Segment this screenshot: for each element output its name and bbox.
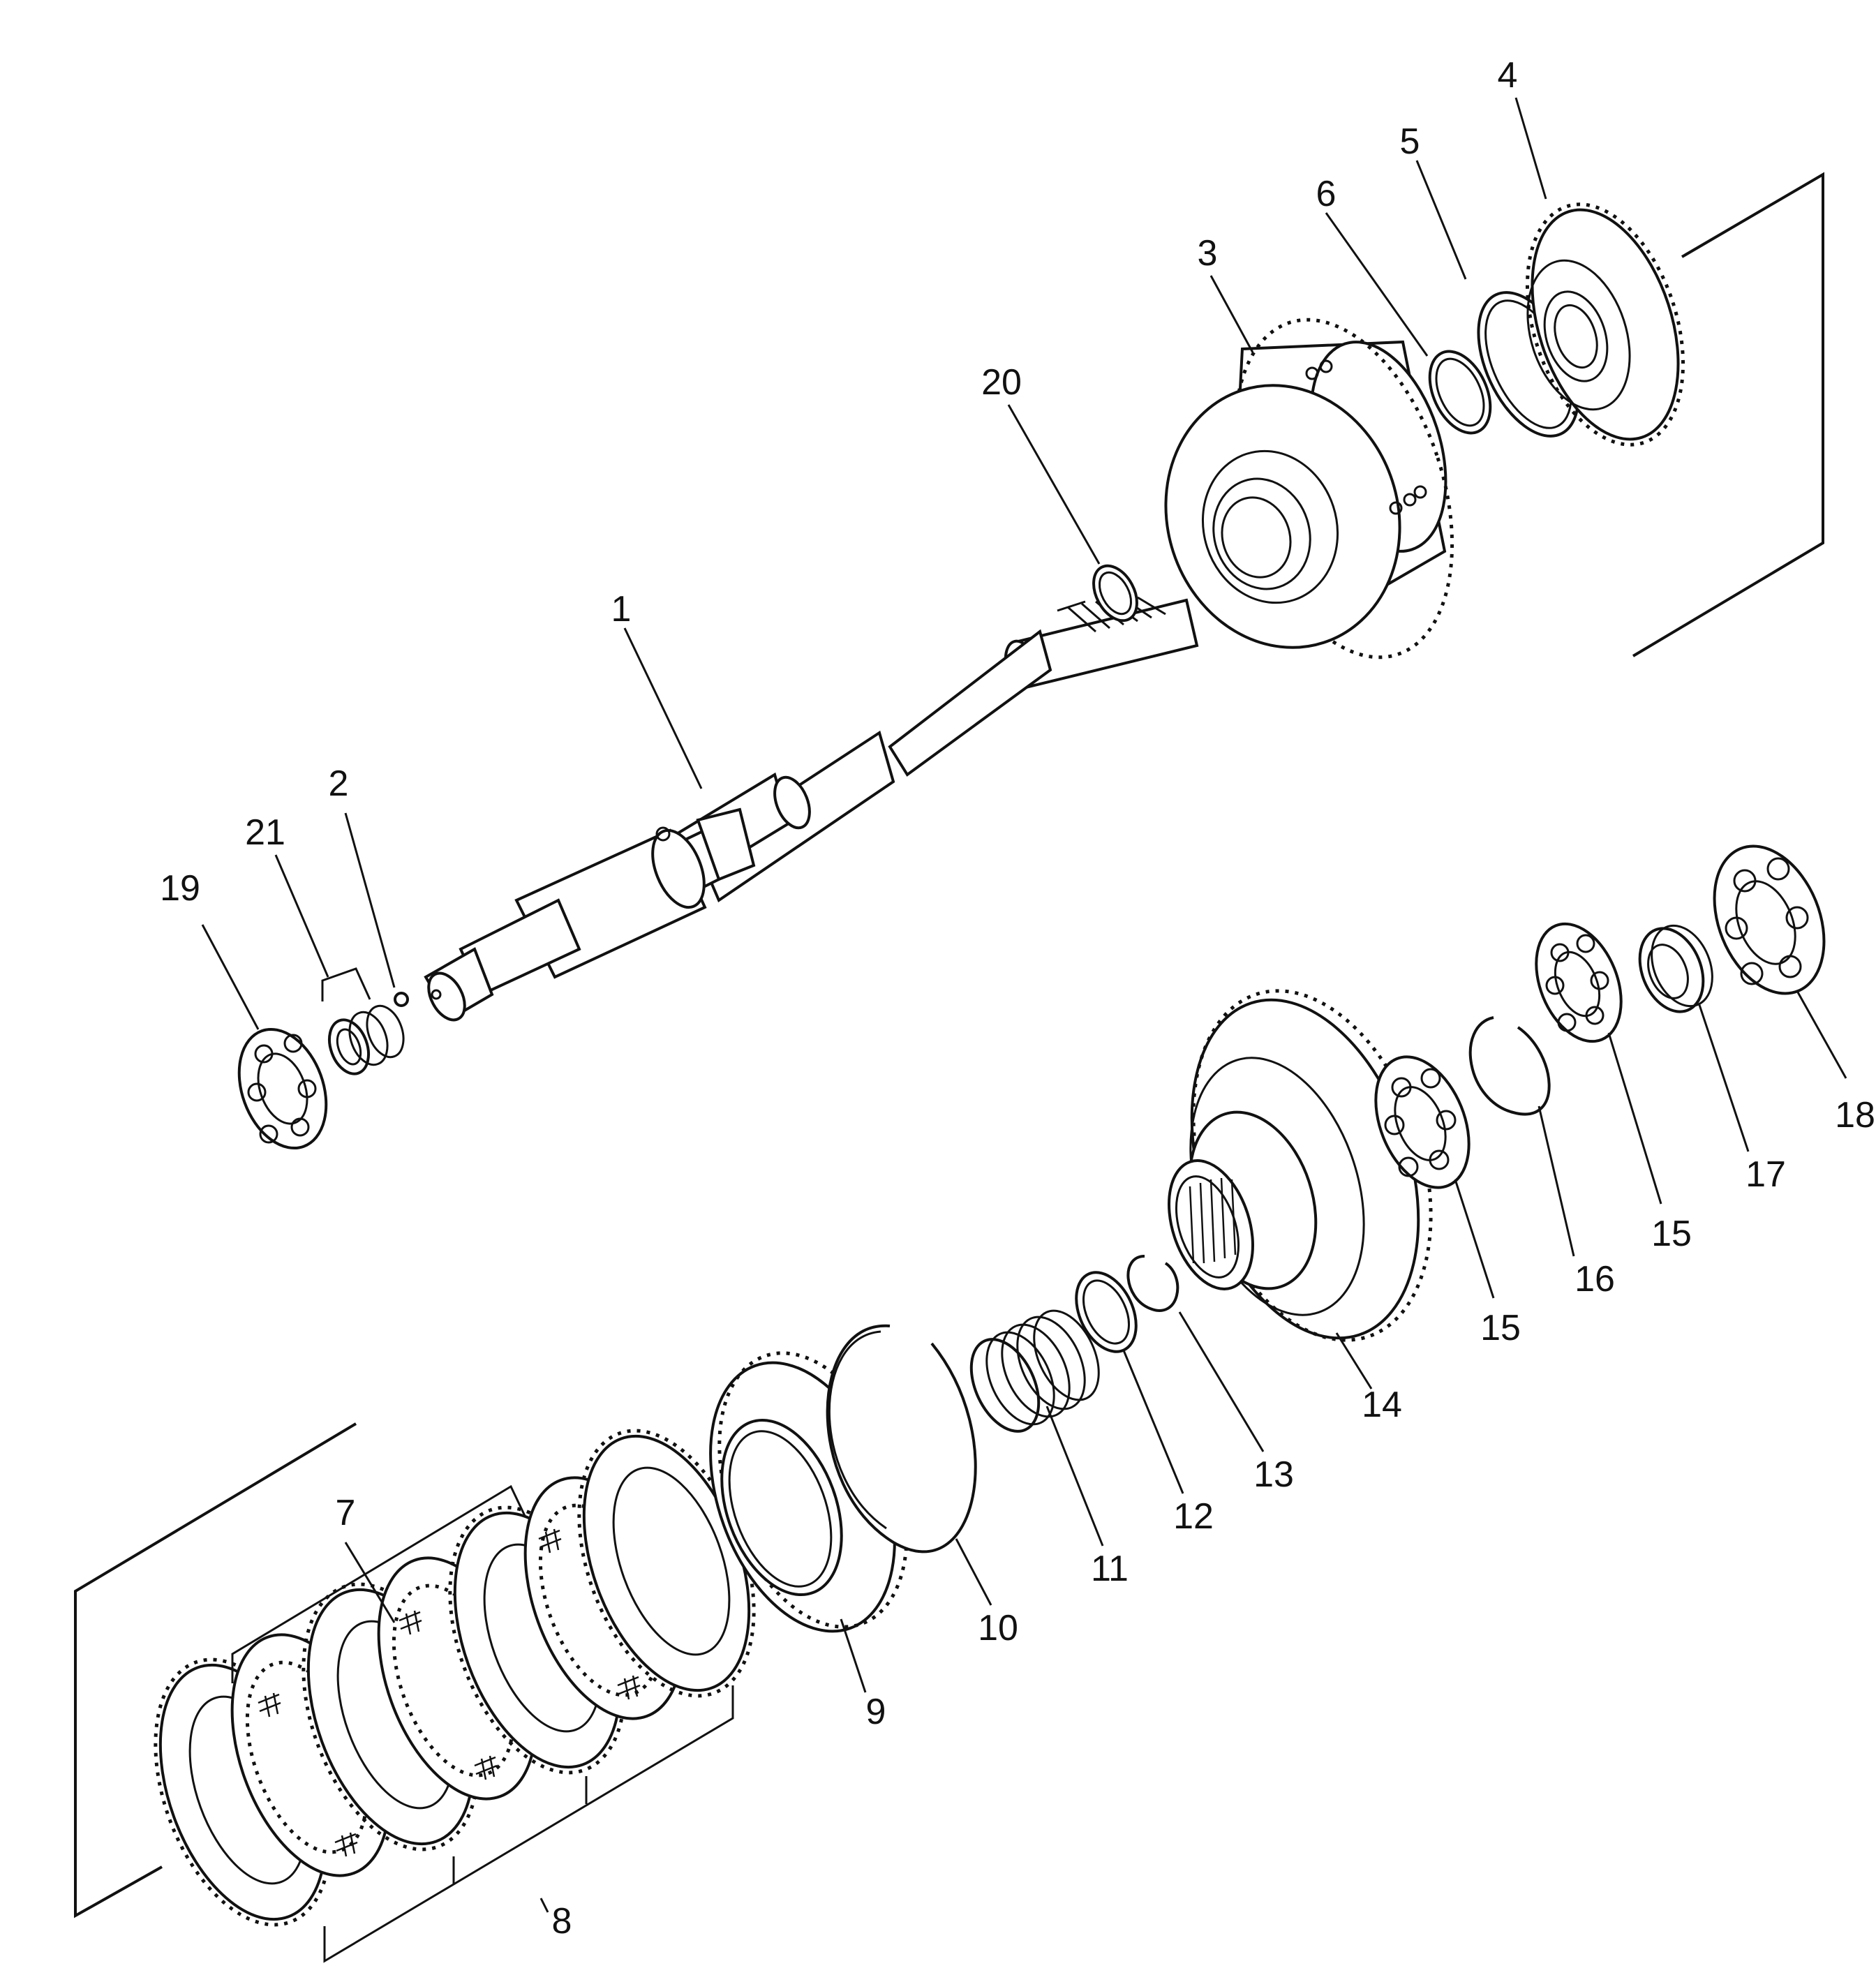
callout-12: 12	[1173, 1496, 1214, 1537]
leader-line-17	[1698, 1004, 1750, 1152]
callout-13: 13	[1253, 1454, 1294, 1495]
callout-7: 7	[336, 1493, 356, 1533]
gear-4-part	[1525, 202, 1685, 447]
spring-11-part	[969, 1309, 1100, 1433]
bearing-15-part	[1374, 1055, 1471, 1189]
snap-ring-20-part	[1092, 564, 1138, 623]
leader-line-10	[955, 1538, 992, 1606]
leader-line-7	[344, 1542, 396, 1623]
callout-4: 4	[1498, 55, 1518, 96]
leader-line-16	[1538, 1105, 1575, 1257]
lower-assembly-bracket	[74, 1422, 357, 1918]
bearing-18-part	[1713, 844, 1826, 995]
bearing-15-part	[1535, 922, 1623, 1043]
callout-21: 21	[245, 812, 285, 853]
snap-ring-16-part	[1468, 1016, 1551, 1116]
callout-17: 17	[1745, 1154, 1786, 1195]
callout-9: 9	[866, 1692, 886, 1732]
leader-line-6	[1325, 212, 1429, 357]
leader-line-13	[1178, 1311, 1265, 1452]
callout-16: 16	[1574, 1259, 1615, 1299]
leader-line-8	[539, 1898, 549, 1913]
leader-line-20	[1007, 404, 1101, 565]
leader-line-12	[1122, 1350, 1184, 1494]
leader-line-9	[840, 1618, 867, 1693]
callout-15a: 15	[1480, 1308, 1521, 1348]
callout-2: 2	[329, 763, 349, 804]
callout-20: 20	[981, 362, 1022, 403]
shaft-part	[424, 598, 1199, 1022]
washer-12-part	[1075, 1271, 1138, 1353]
callout-19: 19	[160, 868, 200, 909]
leader-line-1	[623, 627, 703, 789]
plate-group-bracket	[323, 1685, 734, 1963]
callout-8: 8	[552, 1901, 572, 1942]
callout-6: 6	[1316, 174, 1337, 214]
bearing-19-part	[237, 1027, 328, 1150]
gear-hub-14-part	[1168, 989, 1433, 1342]
snap-ring-13-part	[1126, 1255, 1179, 1312]
leader-line-14	[1335, 1332, 1373, 1389]
leader-line-3	[1209, 275, 1254, 353]
callout-18: 18	[1835, 1095, 1875, 1135]
callout-14: 14	[1362, 1385, 1402, 1425]
callout-1: 1	[611, 589, 632, 629]
leader-line-4	[1514, 97, 1547, 200]
callout-10: 10	[978, 1608, 1018, 1648]
steel-ball-part	[394, 992, 409, 1007]
leader-line-2	[344, 812, 396, 988]
upper-assembly-bracket	[1632, 172, 1824, 657]
leader-line-5	[1415, 160, 1467, 280]
snap-ring-10-part	[826, 1324, 977, 1553]
leader-line-18	[1796, 990, 1847, 1079]
leader-line-15a	[1454, 1179, 1495, 1299]
callout-11: 11	[1091, 1549, 1129, 1589]
leader-line-11	[1045, 1406, 1104, 1547]
collar-17-part	[1638, 924, 1713, 1013]
leader-line-15b	[1607, 1032, 1662, 1205]
seal-rings-part	[327, 1004, 405, 1075]
clutch-plate-stack	[154, 1429, 756, 1927]
disc-group-bracket	[231, 1484, 526, 1683]
clutch-housing-part	[1164, 318, 1454, 660]
callout-15b: 15	[1651, 1214, 1692, 1254]
leader-line-21	[274, 854, 329, 978]
seal-rings-bracket	[321, 967, 371, 1001]
ring-6-part	[1428, 350, 1492, 435]
leader-line-19	[201, 924, 260, 1030]
callout-3: 3	[1198, 233, 1218, 274]
callout-5: 5	[1400, 121, 1420, 162]
